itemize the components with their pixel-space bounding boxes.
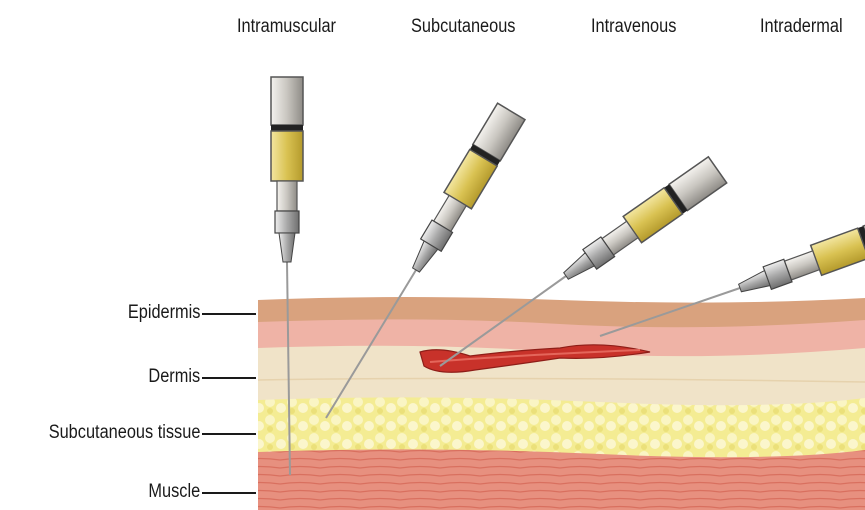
muscle-leader-line — [202, 492, 256, 494]
label-intradermal: Intradermal — [760, 16, 843, 38]
label-muscle: Muscle — [148, 481, 200, 503]
label-intravenous: Intravenous — [591, 16, 676, 38]
epidermis-leader-line — [202, 313, 256, 315]
skin-layers — [258, 290, 865, 510]
muscle-layer — [258, 449, 865, 510]
label-subcutaneous: Subcutaneous — [411, 16, 515, 38]
label-subcutaneous-tissue: Subcutaneous tissue — [48, 422, 200, 444]
intradermal-syringe — [735, 210, 865, 303]
dermis-leader-line — [202, 377, 256, 379]
subcutaneous-leader-line — [202, 433, 256, 435]
intravenous-syringe — [557, 157, 727, 289]
subcutaneous-layer — [258, 397, 865, 458]
label-intramuscular: Intramuscular — [237, 16, 336, 38]
subcutaneous-syringe — [402, 103, 525, 278]
label-epidermis: Epidermis — [127, 302, 200, 324]
label-dermis: Dermis — [148, 366, 200, 388]
intramuscular-syringe — [271, 77, 303, 262]
